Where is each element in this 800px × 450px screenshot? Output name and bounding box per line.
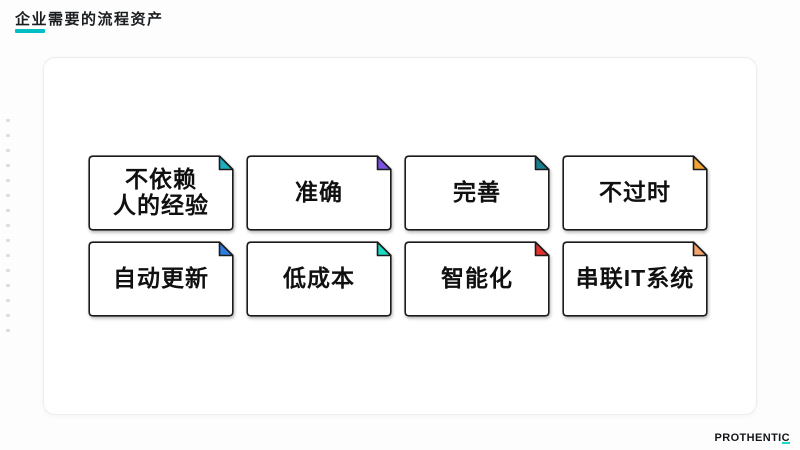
tick-mark (6, 314, 10, 317)
card-label: 不依赖 人的经验 (113, 166, 209, 218)
card-low-cost: 低成本 (246, 241, 392, 317)
tick-mark (6, 134, 10, 137)
card-grid: 不依赖 人的经验 准确 完善 不过时 (88, 155, 708, 317)
folded-note-icon (404, 155, 550, 231)
tick-mark (6, 329, 10, 332)
card-complete: 完善 (404, 155, 550, 231)
fold-corner-icon (376, 155, 392, 171)
folded-note-icon (246, 241, 392, 317)
folded-note-icon (562, 155, 708, 231)
card-connect-it-systems: 串联IT系统 (562, 241, 708, 317)
left-tick-marks (6, 119, 10, 344)
folded-note-icon (404, 241, 550, 317)
card-no-reliance-on-experience: 不依赖 人的经验 (88, 155, 234, 231)
slide-panel: 不依赖 人的经验 准确 完善 不过时 (43, 57, 757, 415)
card-label: 自动更新 (113, 265, 209, 291)
folded-note-icon (88, 155, 234, 231)
fold-corner-icon (534, 241, 550, 257)
card-label: 智能化 (441, 265, 513, 291)
fold-corner-icon (692, 241, 708, 257)
tick-mark (6, 194, 10, 197)
logo-text: PROTHENTI (714, 432, 782, 444)
fold-corner-icon (692, 155, 708, 171)
card-label: 完善 (453, 179, 501, 205)
logo-accent-bar (781, 441, 790, 444)
folded-note-icon (88, 241, 234, 317)
tick-mark (6, 209, 10, 212)
page-title: 企业需要的流程资产 (15, 11, 164, 28)
card-intelligent: 智能化 (404, 241, 550, 317)
logo-accent-letter: C (781, 432, 790, 444)
tick-mark (6, 119, 10, 122)
fold-corner-icon (218, 241, 234, 257)
tick-mark (6, 149, 10, 152)
fold-corner-icon (218, 155, 234, 171)
tick-mark (6, 269, 10, 272)
tick-mark (6, 254, 10, 257)
card-label: 串联IT系统 (575, 265, 695, 291)
tick-mark (6, 299, 10, 302)
tick-mark (6, 179, 10, 182)
card-auto-update: 自动更新 (88, 241, 234, 317)
folded-note-icon (246, 155, 392, 231)
folded-note-icon (562, 241, 708, 317)
tick-mark (6, 224, 10, 227)
tick-mark (6, 239, 10, 242)
card-label: 低成本 (283, 265, 355, 291)
card-label: 不过时 (599, 179, 671, 205)
tick-mark (6, 164, 10, 167)
title-underline (15, 29, 45, 33)
card-label: 准确 (295, 179, 343, 205)
tick-mark (6, 284, 10, 287)
fold-corner-icon (376, 241, 392, 257)
fold-corner-icon (534, 155, 550, 171)
card-never-outdated: 不过时 (562, 155, 708, 231)
card-accurate: 准确 (246, 155, 392, 231)
